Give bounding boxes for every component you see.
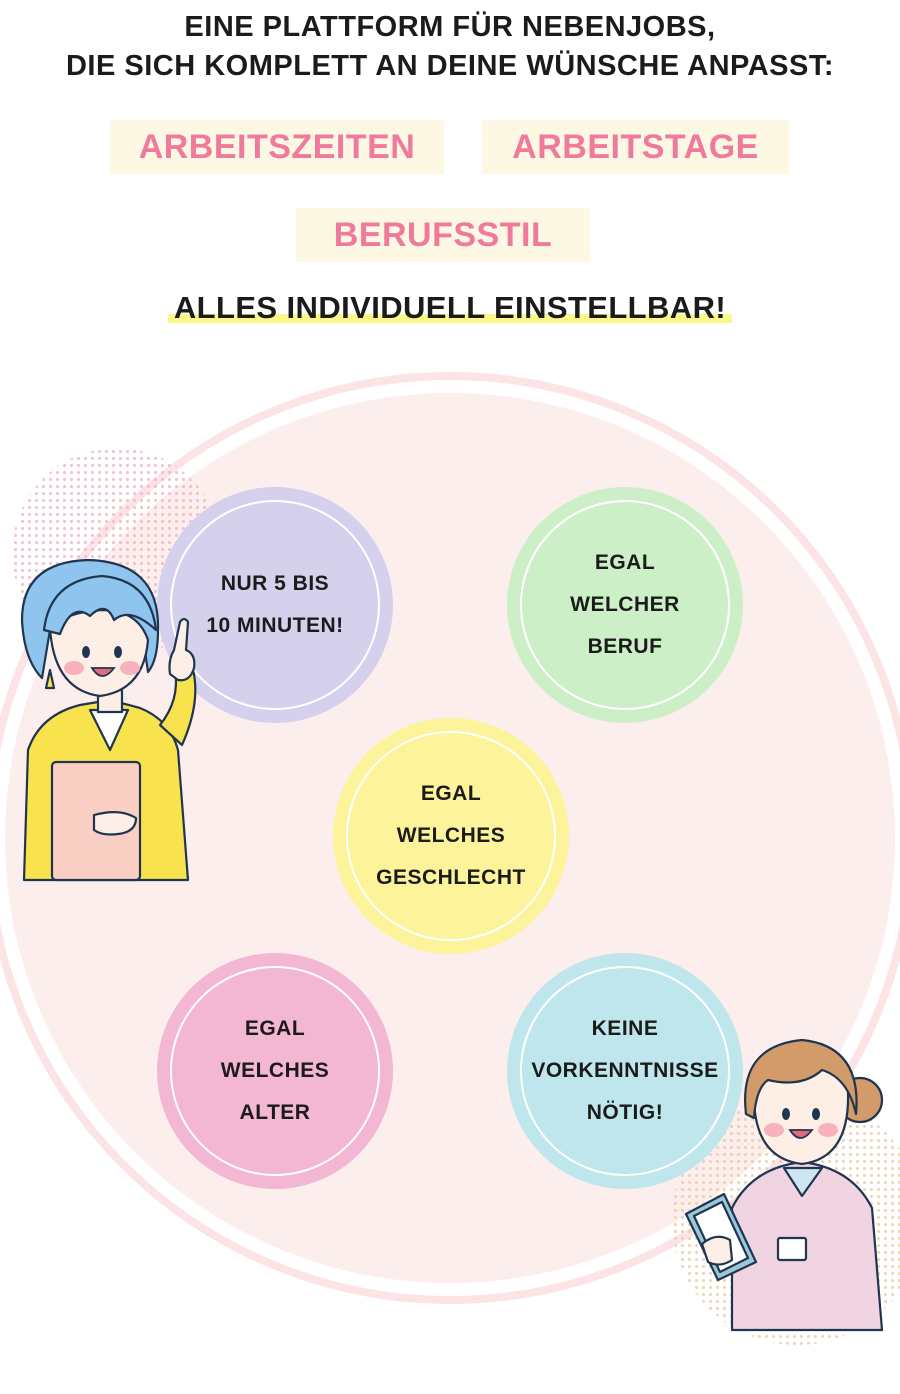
badge-line: VORKENNTNISSE <box>531 1059 719 1082</box>
badge-line: ALTER <box>239 1101 311 1124</box>
badge-text: EGAL WELCHER BERUF <box>570 542 680 668</box>
badge-text: NUR 5 BIS 10 MINUTEN! <box>206 563 343 647</box>
badge-experience: KEINE VORKENNTNISSE NÖTIG! <box>507 953 743 1189</box>
badge-text: EGAL WELCHES GESCHLECHT <box>376 773 526 899</box>
headline-line-1: EINE PLATTFORM FÜR NEBENJOBS, <box>184 11 716 43</box>
badge-time: NUR 5 BIS 10 MINUTEN! <box>157 487 393 723</box>
badge-line: BERUF <box>587 635 663 658</box>
badge-line: WELCHER <box>570 593 680 616</box>
badge-line: EGAL <box>244 1017 306 1040</box>
badge-line: WELCHES <box>220 1059 330 1082</box>
tag-arbeitszeiten: ARBEITSZEITEN <box>110 120 444 174</box>
badge-line: WELCHES <box>396 824 506 847</box>
badge-line: GESCHLECHT <box>376 866 526 889</box>
headline-line-2: DIE SICH KOMPLETT AN DEINE WÜNSCHE ANPAS… <box>65 50 834 82</box>
badge-line: EGAL <box>420 782 482 805</box>
badge-job: EGAL WELCHER BERUF <box>507 487 743 723</box>
badge-age: EGAL WELCHES ALTER <box>157 953 393 1189</box>
badge-line: NUR 5 BIS <box>220 572 330 595</box>
subheadline: ALLES INDIVIDUELL EINSTELLBAR! <box>0 290 900 326</box>
tag-arbeitstage: ARBEITSTAGE <box>482 120 789 174</box>
headline: EINE PLATTFORM FÜR NEBENJOBS, DIE SICH K… <box>0 8 900 86</box>
badge-text: KEINE VORKENNTNISSE NÖTIG! <box>531 1008 718 1134</box>
woman-with-clipboard-icon <box>684 1038 884 1332</box>
badge-gender: EGAL WELCHES GESCHLECHT <box>333 718 569 954</box>
badge-line: NÖTIG! <box>586 1101 664 1124</box>
businesswoman-pointing-icon <box>20 558 197 882</box>
badge-line: EGAL <box>594 551 656 574</box>
badge-line: 10 MINUTEN! <box>206 614 344 637</box>
badge-text: EGAL WELCHES ALTER <box>221 1008 330 1134</box>
subheadline-text: ALLES INDIVIDUELL EINSTELLBAR! <box>167 290 733 326</box>
badge-line: KEINE <box>591 1017 659 1040</box>
tag-berufsstil: BERUFSSTIL <box>296 208 590 262</box>
